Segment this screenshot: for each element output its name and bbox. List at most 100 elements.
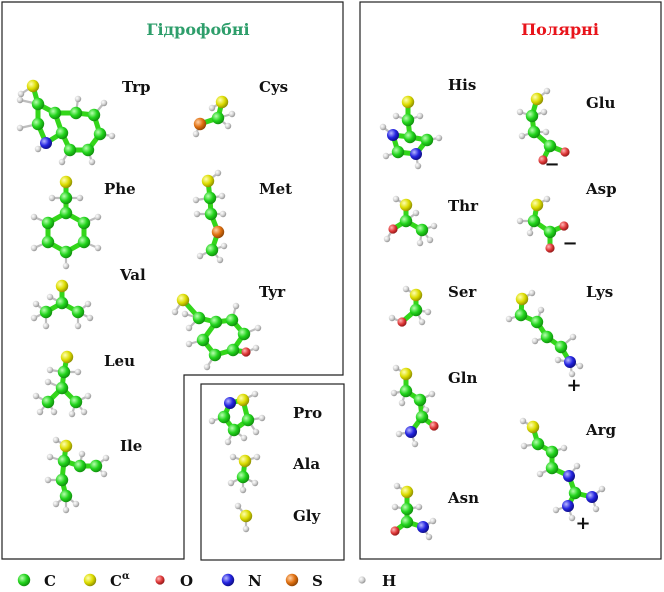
hydrogen-atom — [390, 389, 398, 397]
hydrogen-atom — [554, 356, 562, 364]
hydrogen-atom — [382, 152, 390, 160]
oxygen-atom — [388, 224, 398, 234]
carbon-atom — [204, 207, 218, 221]
hydrogen-atom — [30, 244, 38, 252]
hydrogen-atom — [592, 505, 600, 513]
hydrogen-atom — [94, 244, 102, 252]
hydrogen-atom — [208, 104, 216, 112]
label-glu: Glu — [586, 94, 616, 112]
hydrogen-atom — [58, 158, 66, 166]
carbon-atom — [73, 459, 87, 473]
carbon-atom — [400, 515, 414, 529]
carbon-atom — [89, 459, 103, 473]
label-leu: Leu — [104, 352, 135, 370]
nitrogen-atom — [40, 137, 52, 149]
carbon-atom — [545, 445, 559, 459]
alpha-carbon-atom — [239, 509, 253, 523]
carbon-atom — [93, 127, 107, 141]
carbon-atom — [225, 313, 239, 327]
oxygen-atom — [560, 147, 570, 157]
his-molecule — [379, 95, 443, 170]
hydrogen-atom — [531, 337, 539, 345]
carbon-atom — [226, 343, 240, 357]
hydrogen-atom — [252, 428, 260, 436]
alpha-carbon-atom — [59, 439, 73, 453]
blue-atom-icon — [221, 573, 235, 587]
hydrogen-atom — [251, 479, 259, 487]
hydrogen-atom — [74, 95, 82, 103]
hydrogen-atom — [203, 363, 211, 371]
hydrogen-atom — [391, 503, 399, 511]
hydrogen-atom — [68, 410, 76, 418]
hydrogen-atom — [239, 486, 247, 494]
hydrogen-atom — [228, 110, 236, 118]
carbon-atom — [41, 235, 55, 249]
carbon-atom — [401, 113, 415, 127]
hydrogen-atom — [108, 132, 116, 140]
hydrogen-atom — [505, 315, 513, 323]
carbon-atom — [399, 214, 413, 228]
hydrogen-atom — [100, 99, 108, 107]
legend-item-s: S — [285, 572, 323, 590]
carbon-atom — [530, 315, 544, 329]
tyr-molecule — [171, 293, 262, 371]
hydrogen-atom — [62, 506, 70, 514]
hydrogen-atom — [425, 533, 433, 541]
oxygen-atom — [538, 155, 548, 165]
legend-item-o: O — [155, 572, 193, 590]
alpha-carbon-atom — [236, 393, 250, 407]
carbon-atom — [420, 133, 434, 147]
gln-molecule — [390, 364, 439, 448]
hydrogen-atom — [253, 453, 261, 461]
hydrogen-atom — [44, 378, 52, 386]
carbon-atom — [57, 454, 71, 468]
carbon-atom — [69, 106, 83, 120]
hydrogen-atom — [537, 306, 545, 314]
label-trp: Trp — [122, 78, 150, 96]
carbon-atom — [545, 461, 559, 475]
alpha-carbon-atom — [515, 292, 529, 306]
hydrophobic-panel-frame — [1, 1, 344, 560]
carbon-atom — [211, 111, 225, 125]
hydrogen-atom — [88, 158, 96, 166]
carbon-atom — [31, 97, 45, 111]
thr-molecule — [383, 195, 438, 247]
ser-molecule — [388, 285, 432, 327]
hydrogen-atom — [224, 122, 232, 130]
hydrogen-atom — [80, 408, 88, 416]
arg-molecule — [519, 417, 606, 522]
hydrogen-atom — [424, 308, 432, 316]
hydrogen-atom — [518, 132, 526, 140]
lys-molecule — [505, 289, 584, 378]
hydrogen-atom — [30, 314, 38, 322]
hydrogen-atom — [395, 430, 403, 438]
carbon-atom — [399, 384, 413, 398]
hydrogen-atom — [560, 444, 568, 452]
nitrogen-atom — [405, 426, 417, 438]
hydrogen-atom — [185, 340, 193, 348]
hydrogen-atom — [429, 517, 437, 525]
hydrogen-atom — [576, 362, 584, 370]
hydrogen-atom — [528, 289, 536, 297]
hydrogen-atom — [216, 256, 224, 264]
carbon-atom — [236, 470, 250, 484]
carbon-atom — [415, 410, 429, 424]
hydrophobic-title: Гідрофобні — [146, 20, 249, 39]
alpha-carbon-atom — [60, 350, 74, 364]
hydrogen-atom — [100, 470, 108, 478]
hydrogen-atom — [48, 194, 56, 202]
hydrogen-atom — [234, 502, 242, 510]
hydrogen-atom — [74, 322, 82, 330]
hydrogen-atom — [526, 229, 534, 237]
carbon-atom — [205, 243, 219, 257]
carbon-atom — [217, 410, 231, 424]
hydrogen-atom — [430, 222, 438, 230]
ile-molecule — [44, 436, 110, 514]
carbon-atom — [81, 143, 95, 157]
hydrogen-atom — [32, 392, 40, 400]
carbon-atom — [514, 308, 528, 322]
carbon-atom — [77, 216, 91, 230]
nitrogen-atom — [563, 470, 575, 482]
carbon-atom — [55, 381, 69, 395]
